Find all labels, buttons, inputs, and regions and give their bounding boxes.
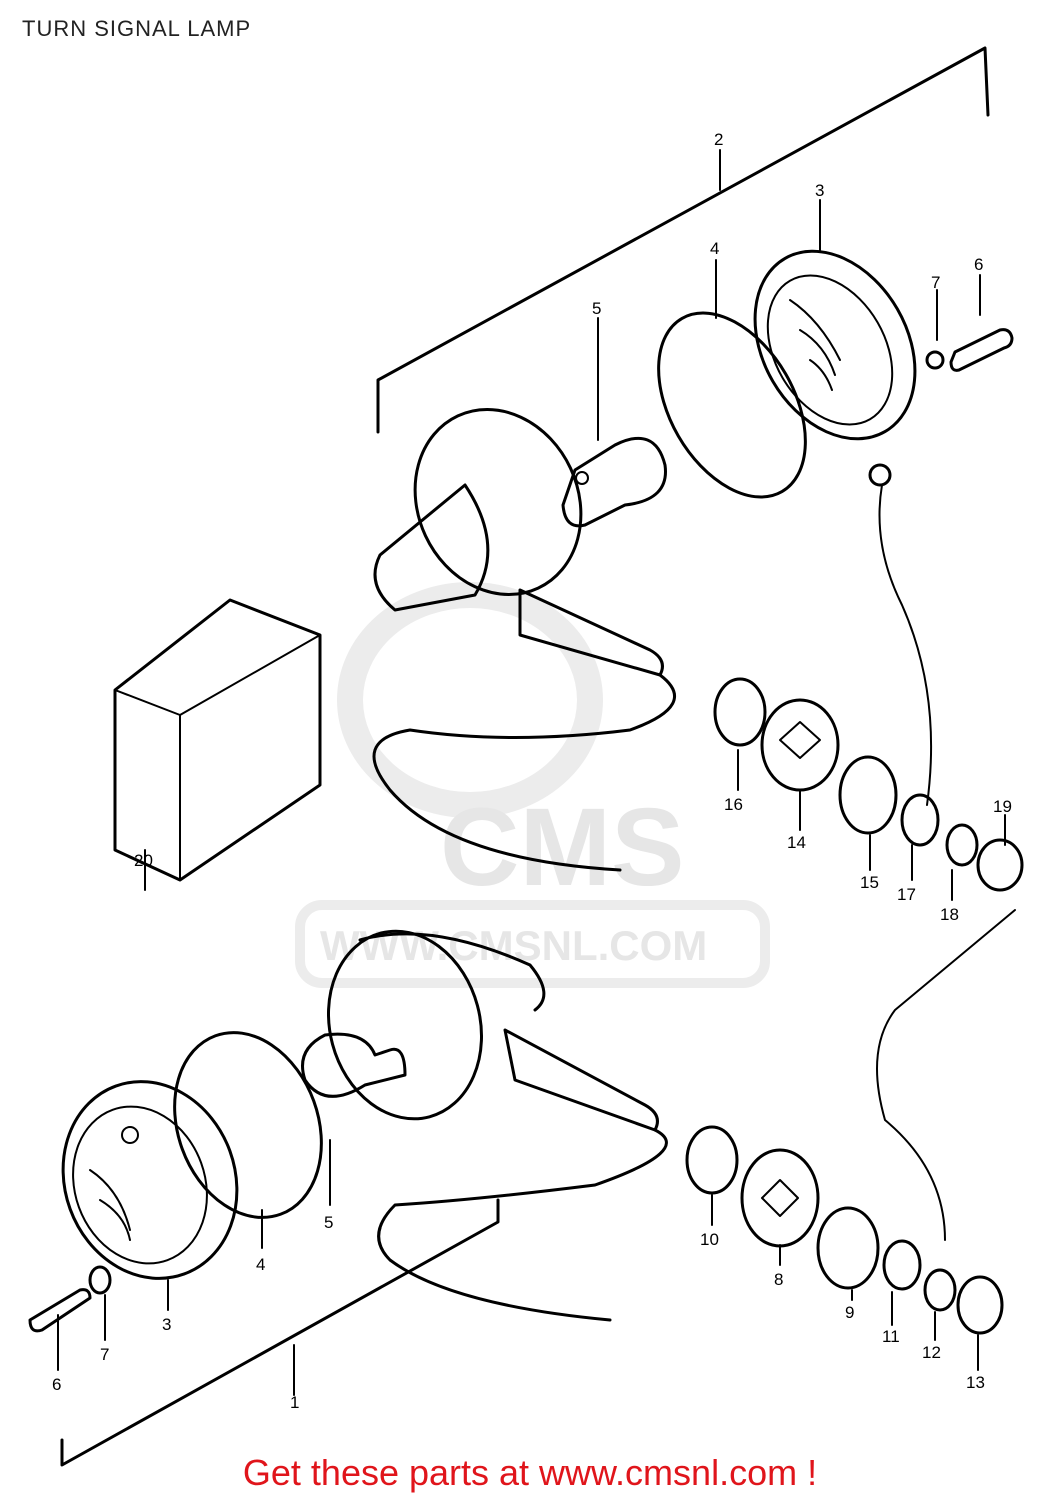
bulb-top xyxy=(561,436,667,528)
callout-13: 13 xyxy=(966,1373,985,1392)
washer-top xyxy=(925,350,945,370)
nut-13 xyxy=(956,1275,1004,1335)
washer-10 xyxy=(685,1125,739,1195)
callout-9: 9 xyxy=(845,1303,854,1322)
ground-wire-bottom xyxy=(876,909,1016,1291)
washer-bottom xyxy=(88,1265,112,1295)
callout-4-bottom: 4 xyxy=(256,1255,265,1274)
gasket-bottom xyxy=(173,1031,323,1219)
callout-14: 14 xyxy=(787,833,806,852)
washer-18 xyxy=(945,823,979,867)
screw-bottom xyxy=(28,1288,92,1333)
callout-10: 10 xyxy=(700,1230,719,1249)
callout-11: 11 xyxy=(882,1327,900,1346)
callout-17: 17 xyxy=(897,885,916,904)
gasket-top xyxy=(657,311,807,499)
lens-top xyxy=(753,249,917,441)
nut-8 xyxy=(740,1148,820,1248)
lens-bottom xyxy=(61,1080,239,1280)
footer-link[interactable]: Get these parts at www.cmsnl.com ! xyxy=(242,1452,818,1493)
callout-3-top: 3 xyxy=(815,181,824,200)
callout-4-top: 4 xyxy=(710,239,719,258)
watermark: CMS WWW.CMSNL.COM xyxy=(295,582,770,988)
callout-6-top: 6 xyxy=(974,255,983,274)
watermark-url: WWW.CMSNL.COM xyxy=(320,922,707,969)
callout-7-top: 7 xyxy=(931,273,940,292)
nut-19 xyxy=(976,838,1024,892)
bulb-bottom xyxy=(301,1032,407,1098)
callout-19: 19 xyxy=(993,797,1012,816)
flasher-relay xyxy=(113,598,322,882)
washer-12 xyxy=(923,1268,957,1312)
screw-top xyxy=(949,328,1014,372)
callout-6-bottom: 6 xyxy=(52,1375,61,1394)
callout-20: 20 xyxy=(134,851,153,870)
callout-3-bottom: 3 xyxy=(162,1315,171,1334)
callout-7-bottom: 7 xyxy=(100,1345,109,1364)
bracket-assembly-2 xyxy=(376,46,990,434)
callout-16: 16 xyxy=(724,795,743,814)
callout-15: 15 xyxy=(860,873,879,892)
callout-12: 12 xyxy=(922,1343,941,1362)
watermark-logo: CMS xyxy=(440,786,684,909)
callout-5-bottom: 5 xyxy=(324,1213,333,1232)
grommet-15 xyxy=(838,755,898,835)
ground-wire-top xyxy=(868,463,940,847)
nut-14 xyxy=(760,698,840,792)
washer-16 xyxy=(713,677,767,747)
bracket-assembly-1 xyxy=(60,1198,500,1467)
page-title: TURN SIGNAL LAMP xyxy=(22,16,252,41)
callout-8: 8 xyxy=(774,1270,783,1289)
callout-2: 2 xyxy=(714,130,723,149)
grommet-9 xyxy=(816,1206,880,1290)
callout-5-top: 5 xyxy=(592,299,601,318)
housing-bottom xyxy=(326,929,668,1322)
callout-1: 1 xyxy=(290,1393,299,1412)
callout-18: 18 xyxy=(940,905,959,924)
housing-top xyxy=(372,408,677,872)
